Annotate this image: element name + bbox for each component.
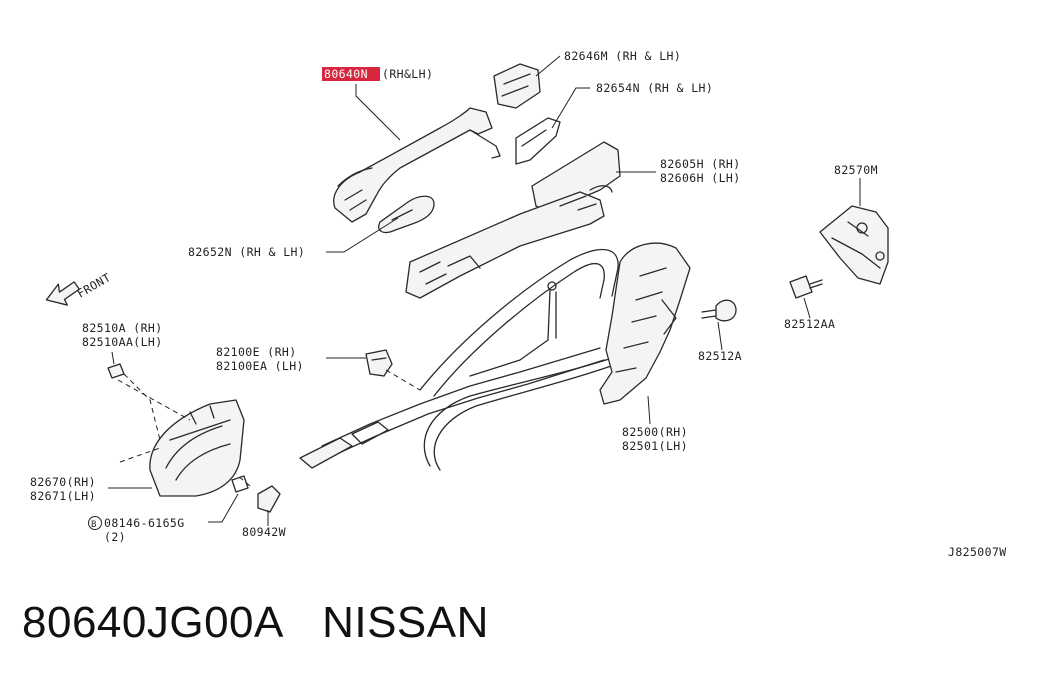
label-outside-handle-side: (RH&LH): [382, 67, 433, 81]
label-80942w: 80942W: [242, 525, 286, 539]
front-direction-arrow: [45, 281, 80, 306]
label-82652n: 82652N (RH & LH): [188, 245, 305, 259]
label-outside-handle: 80640N: [324, 67, 368, 81]
label-82670: 82670(RH): [30, 475, 96, 489]
label-82501: 82501(LH): [622, 439, 688, 453]
label-bolt-qty: (2): [104, 530, 126, 544]
caption: 80640JG00A NISSAN: [22, 598, 489, 648]
label-82510aa: 82510AA(LH): [82, 335, 163, 349]
label-82100e: 82100E (RH): [216, 345, 297, 359]
handle-gasket: [515, 117, 561, 165]
label-82500: 82500(RH): [622, 425, 688, 439]
handle-cover-cap: [257, 485, 281, 513]
label-diagram-code: J825007W: [948, 545, 1007, 559]
outside-door-handle: [333, 107, 501, 223]
lock-screw: [701, 299, 737, 322]
striker-screw: [789, 275, 823, 299]
label-82605h: 82605H (RH): [660, 157, 741, 171]
label-82510a: 82510A (RH): [82, 321, 163, 335]
leader-lines: [108, 55, 861, 526]
assembly-lines: [117, 369, 421, 487]
label-bolt: 08146-6165G: [104, 516, 185, 530]
label-82606h: 82606H (LH): [660, 171, 741, 185]
door-lock-actuator: [599, 242, 691, 405]
label-82671: 82671(LH): [30, 489, 96, 503]
lock-cables: [299, 248, 631, 471]
label-front: FRONT: [75, 270, 114, 300]
caption-brand: NISSAN: [322, 598, 489, 647]
handle-cap: [493, 63, 541, 109]
handle-escutcheon: [378, 195, 435, 234]
label-82654n: 82654N (RH & LH): [596, 81, 713, 95]
handle-bracket: [405, 141, 621, 299]
label-82570m: 82570M: [834, 163, 878, 177]
inside-door-handle: [149, 399, 245, 497]
label-82646m: 82646M (RH & LH): [564, 49, 681, 63]
label-82100ea: 82100EA (LH): [216, 359, 304, 373]
label-bolt-b: B: [91, 520, 97, 530]
bolt-b-symbol: [88, 516, 102, 530]
rod-clip: [365, 349, 393, 377]
caption-part-number: 80640JG00A: [22, 598, 284, 647]
highlighted-part-box: [322, 67, 380, 81]
label-82512aa: 82512AA: [784, 317, 835, 331]
door-striker: [819, 205, 889, 285]
label-82512a: 82512A: [698, 349, 742, 363]
